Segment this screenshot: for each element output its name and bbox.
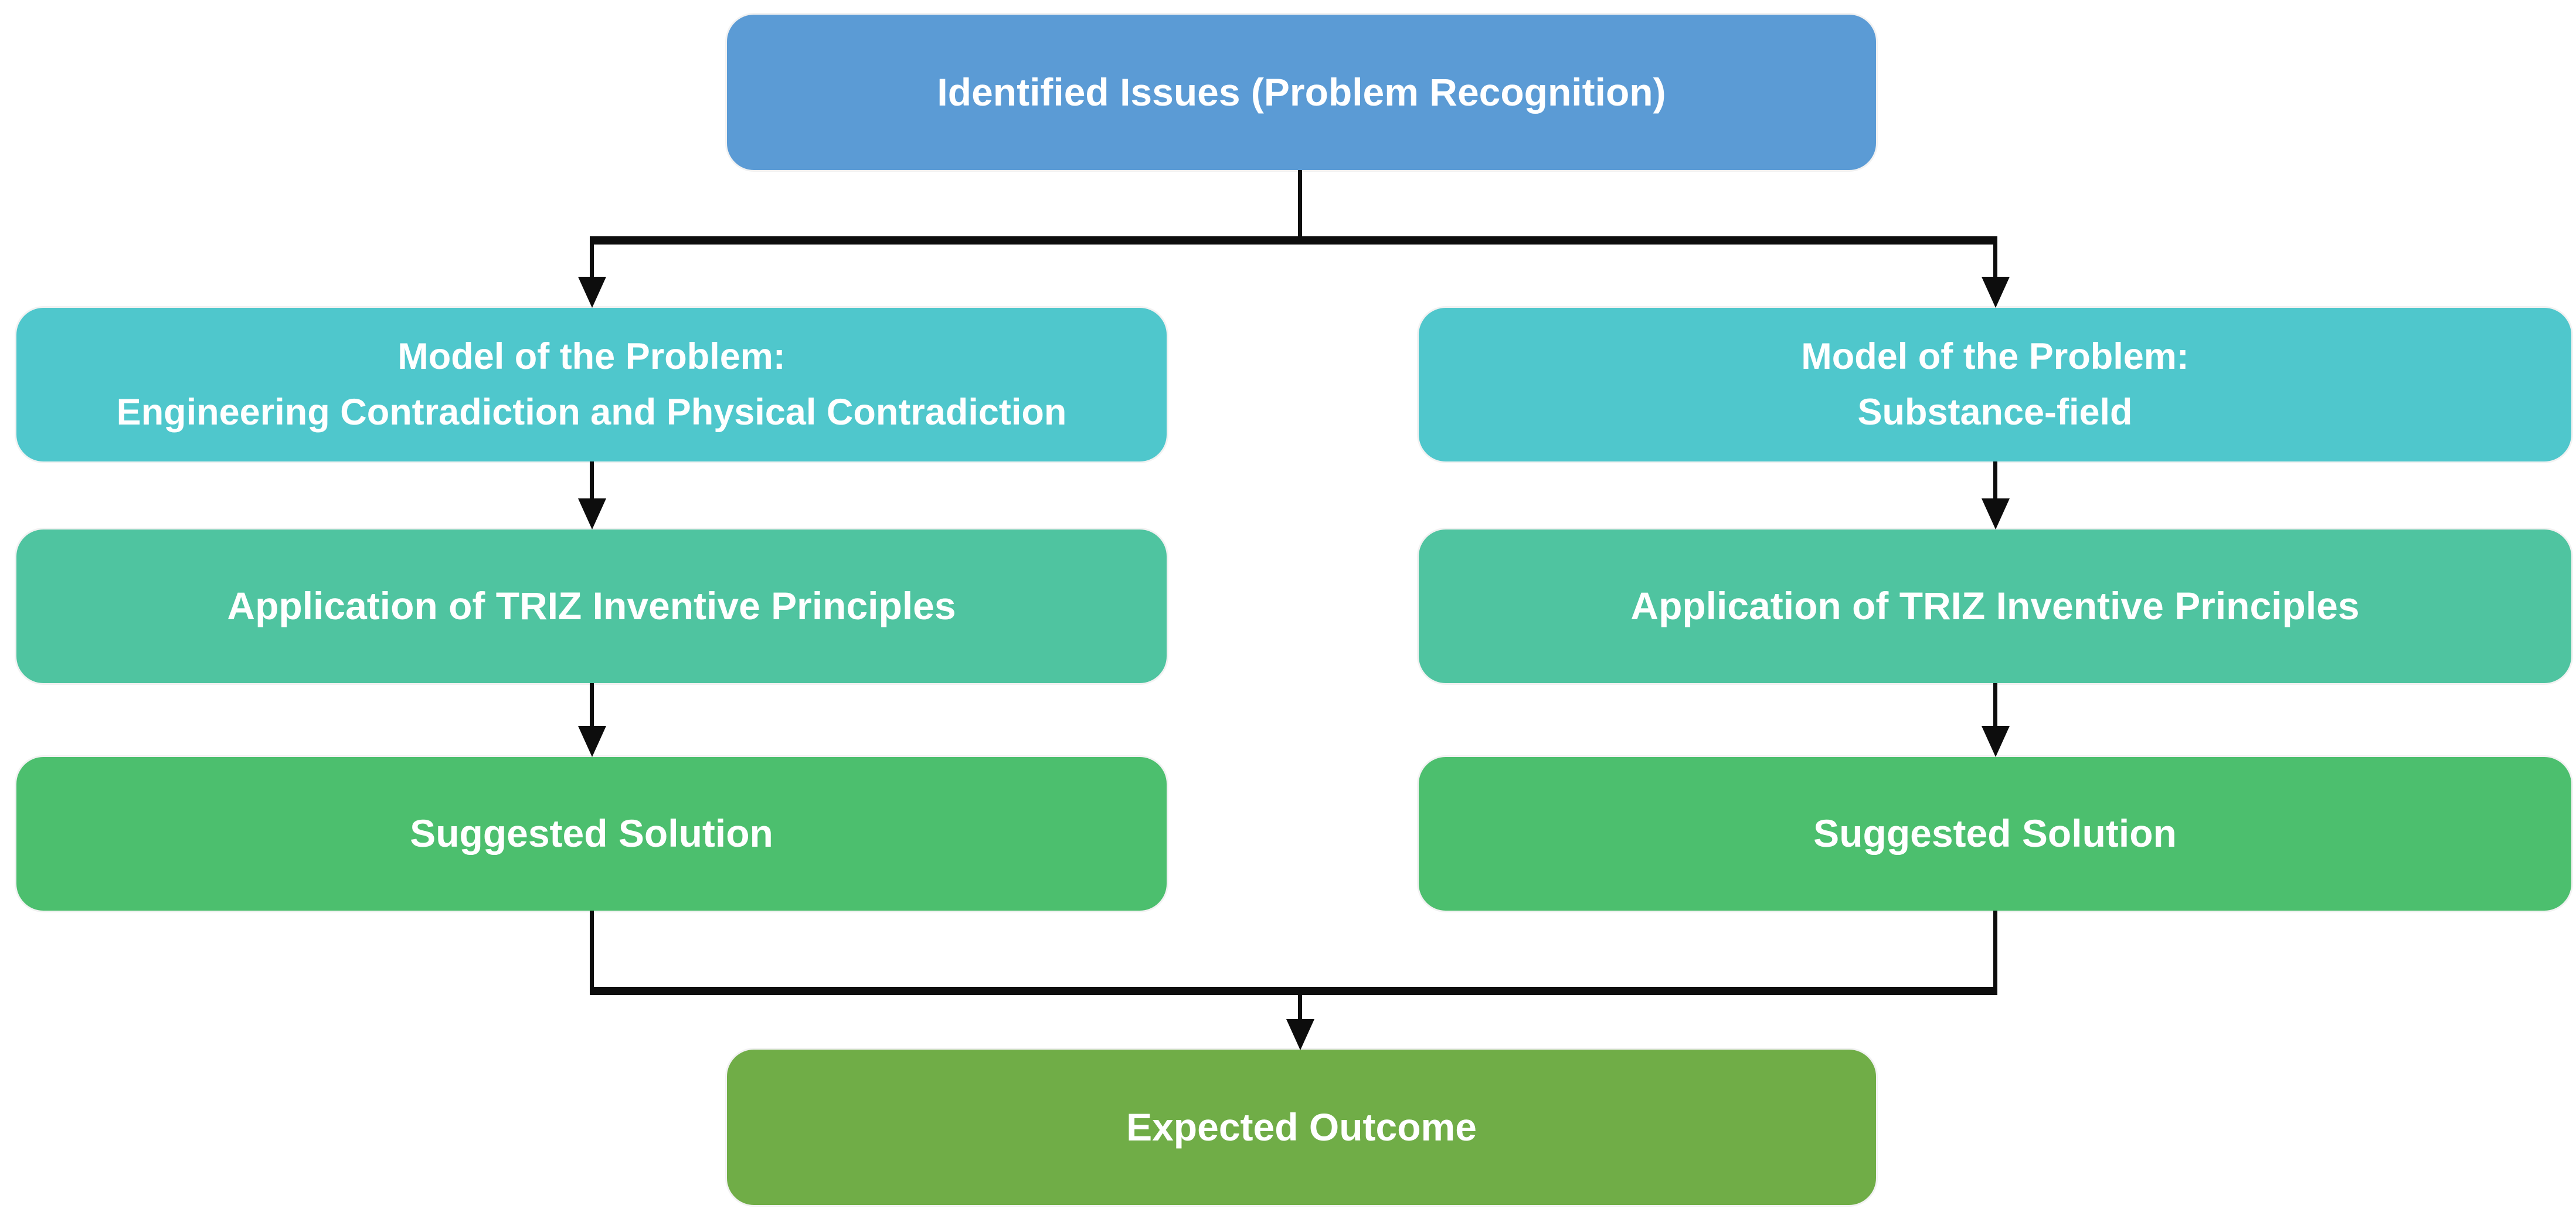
node-solution-right-label: Suggested Solution — [1813, 812, 2177, 856]
node-model-engineering-physical: Model of the Problem: Engineering Contra… — [16, 308, 1167, 461]
connector-model-application-left — [590, 461, 594, 500]
node-model-left-line2: Engineering Contradiction and Physical C… — [116, 392, 1067, 433]
node-solution-left-label: Suggested Solution — [410, 812, 773, 856]
connector-merge-left-leg — [590, 911, 594, 995]
arrow-down-icon — [578, 277, 606, 308]
arrow-down-icon — [1286, 1019, 1314, 1050]
node-expected-outcome: Expected Outcome — [727, 1050, 1876, 1205]
connector-model-application-right — [1993, 461, 1997, 500]
arrow-down-icon — [578, 726, 606, 757]
connector-application-solution-left — [590, 683, 594, 727]
connector-branch-left-shaft — [590, 236, 594, 279]
node-expected-outcome-label: Expected Outcome — [1126, 1105, 1477, 1149]
node-model-right-line2: Substance-field — [1857, 392, 2133, 433]
node-identified-issues-label: Identified Issues (Problem Recognition) — [937, 70, 1666, 114]
node-model-right-line1: Model of the Problem: — [1801, 336, 2189, 377]
connector-merge-bar — [590, 987, 1997, 995]
node-application-principles-right: Application of TRIZ Inventive Principles — [1419, 529, 2571, 683]
node-application-left-label: Application of TRIZ Inventive Principles — [227, 584, 956, 628]
arrow-down-icon — [1982, 726, 2010, 757]
node-application-right-label: Application of TRIZ Inventive Principles — [1630, 584, 2360, 628]
node-identified-issues: Identified Issues (Problem Recognition) — [727, 15, 1876, 170]
node-model-substance-field: Model of the Problem: Substance-field — [1419, 308, 2571, 461]
connector-top-branch-bar — [591, 236, 1997, 245]
arrow-down-icon — [578, 498, 606, 529]
node-application-principles-left: Application of TRIZ Inventive Principles — [16, 529, 1167, 683]
arrow-down-icon — [1982, 277, 2010, 308]
connector-application-solution-right — [1993, 683, 1997, 727]
arrow-down-icon — [1982, 498, 2010, 529]
node-suggested-solution-right: Suggested Solution — [1419, 757, 2571, 911]
connector-outcome-shaft — [1298, 995, 1302, 1020]
connector-branch-right-shaft — [1993, 236, 1997, 279]
node-model-left-line1: Model of the Problem: — [397, 336, 786, 377]
connector-merge-right-leg — [1993, 911, 1997, 995]
connector-top-stem — [1298, 170, 1302, 237]
node-suggested-solution-left: Suggested Solution — [16, 757, 1167, 911]
